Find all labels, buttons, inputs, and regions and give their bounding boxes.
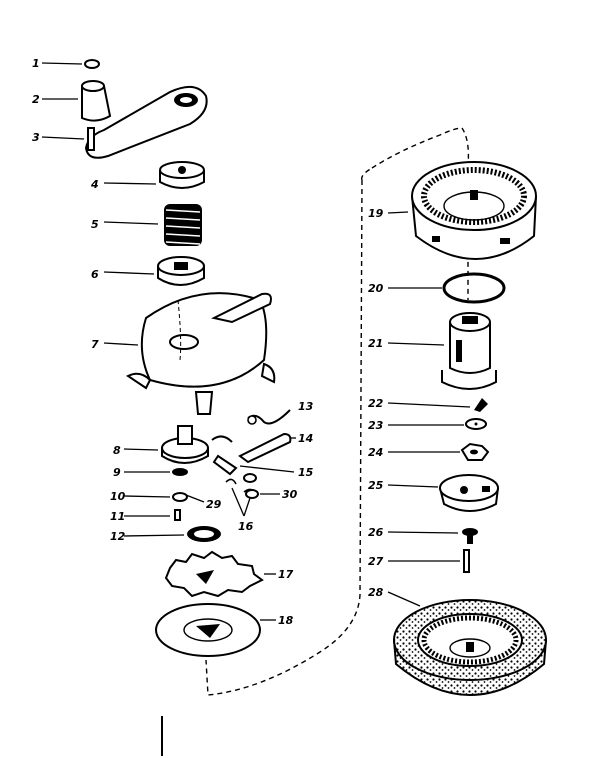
part-17-star-plate	[164, 550, 276, 598]
callout-12: 12	[110, 530, 126, 543]
part-26-screw	[387, 528, 478, 544]
callout-14: 14	[298, 432, 313, 445]
callout-21: 21	[368, 337, 383, 350]
part-5-spring	[103, 204, 202, 246]
callout-26: 26	[368, 526, 384, 539]
callout-17: 17	[278, 568, 294, 581]
callout-28: 28	[368, 586, 384, 599]
callout-6: 6	[91, 268, 99, 281]
callout-18: 18	[278, 614, 294, 627]
callout-4: 4	[90, 178, 99, 191]
part-27-pin	[388, 549, 470, 573]
callout-3: 3	[32, 131, 40, 144]
callout-30: 30	[282, 488, 298, 501]
callout-5: 5	[91, 218, 99, 231]
callout-10: 10	[110, 490, 126, 503]
part-14-lever	[211, 432, 296, 464]
part-11-pin	[124, 509, 181, 521]
callout-13: 13	[298, 400, 314, 413]
part-28-knurled-wheel	[387, 591, 547, 696]
part-7-housing	[103, 292, 276, 415]
part-6-retainer	[103, 256, 205, 286]
part-1-screw	[41, 59, 100, 69]
callout-24: 24	[368, 446, 383, 459]
callout-16: 16	[238, 520, 254, 533]
callout-25: 25	[368, 479, 384, 492]
callout-23: 23	[368, 419, 384, 432]
part-10-washer	[123, 492, 188, 502]
part-30-washer	[243, 473, 280, 499]
assembly-boundary-top	[371, 127, 463, 169]
callout-labels: 1 2 3 4 5 6 7 8 9 10 11 12 13 14 15 16 1…	[32, 57, 384, 627]
callout-9: 9	[113, 466, 121, 479]
part-21-spindle-body	[387, 312, 497, 390]
part-2-knob	[42, 80, 112, 122]
part-23-washer	[388, 418, 487, 430]
part-4-cap	[103, 161, 205, 189]
part-25-cup	[387, 474, 499, 512]
callout-1: 1	[32, 57, 40, 70]
callout-8: 8	[113, 444, 121, 457]
callout-29: 29	[206, 498, 222, 511]
part-9-washer	[124, 468, 188, 476]
part-20-o-ring	[388, 272, 506, 304]
part-3-pin	[41, 127, 95, 151]
part-12-ring	[123, 526, 221, 542]
part-8-gear-hub	[123, 425, 209, 464]
callout-22: 22	[368, 397, 384, 410]
callout-19: 19	[368, 207, 384, 220]
callout-11: 11	[110, 510, 125, 523]
callout-27: 27	[368, 555, 384, 568]
part-18-base-plate	[155, 603, 276, 657]
callout-20: 20	[368, 282, 384, 295]
part-13-spring-clip	[247, 409, 291, 425]
crank-arm	[84, 85, 208, 159]
callout-7: 7	[91, 338, 99, 351]
part-24-nut	[388, 442, 490, 461]
callout-15: 15	[298, 466, 314, 479]
part-19-ring-housing	[387, 161, 537, 260]
part-22-clip	[387, 398, 488, 412]
callout-2: 2	[32, 93, 40, 106]
part-29-small-part	[185, 494, 205, 503]
part-15-pawl	[212, 454, 295, 476]
